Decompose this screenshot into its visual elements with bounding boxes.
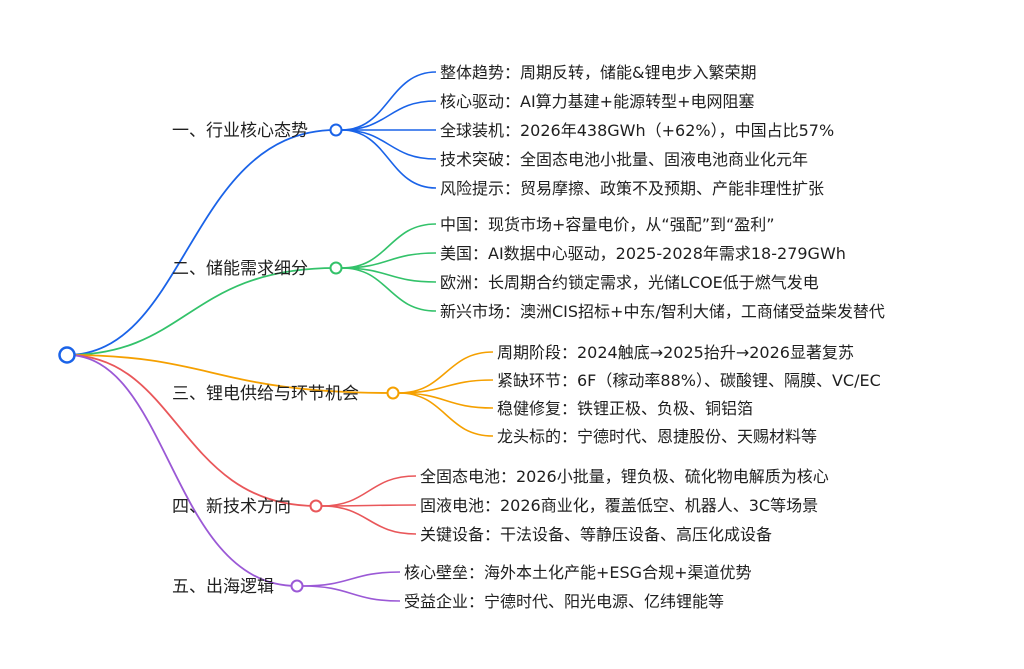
leaf-label-1-4: 技术突破：全固态电池小批量、固液电池商业化元年 xyxy=(440,150,808,169)
leaf-label-2-2: 美国：AI数据中心驱动，2025-2028年需求18-279GWh xyxy=(440,244,846,263)
root-connector-1 xyxy=(66,129,337,356)
leaf-connector-5-2 xyxy=(302,585,401,602)
leaf-connector-2-3 xyxy=(341,267,437,283)
leaf-connector-1-1 xyxy=(341,71,437,131)
leaf-label-5-2: 受益企业：宁德时代、阳光电源、亿纬锂能等 xyxy=(404,592,724,611)
leaf-label-2-1: 中国：现货市场+容量电价，从“强配”到“盈利” xyxy=(440,215,775,234)
leaf-label-1-5: 风险提示：贸易摩擦、政策不及预期、产能非理性扩张 xyxy=(440,179,824,198)
root-connector-4 xyxy=(66,354,317,507)
leaf-label-5-1: 核心壁垒：海外本土化产能+ESG合规+渠道优势 xyxy=(404,563,751,582)
leaf-connector-4-3 xyxy=(321,505,417,535)
root-connector-3 xyxy=(66,354,394,394)
leaf-connector-1-4 xyxy=(341,129,437,160)
leaf-label-3-4: 龙头标的：宁德时代、恩捷股份、天赐材料等 xyxy=(497,427,817,446)
branch-label-3: 三、锂电供给与环节机会 xyxy=(172,384,359,404)
leaf-connector-5-1 xyxy=(302,571,401,587)
branch-node-3[interactable] xyxy=(386,386,400,400)
connector-layer xyxy=(66,71,494,602)
leaf-connector-2-4 xyxy=(341,267,437,312)
leaf-label-3-1: 周期阶段：2024触底→2025抬升→2026显著复苏 xyxy=(497,343,854,362)
leaf-label-1-1: 整体趋势：周期反转，储能&锂电步入繁荣期 xyxy=(440,63,756,82)
root-connector-5 xyxy=(66,354,298,587)
leaf-connector-3-2 xyxy=(398,379,494,394)
node-layer: 一、行业核心态势 整体趋势：周期反转，储能&锂电步入繁荣期核心驱动：AI算力基建+… xyxy=(58,63,885,611)
leaf-label-4-1: 全固态电池：2026小批量，锂负极、硫化物电解质为核心 xyxy=(420,467,829,486)
branch-node-5[interactable] xyxy=(290,579,304,593)
leaf-connector-4-2 xyxy=(321,504,417,507)
leaf-connector-1-2 xyxy=(341,100,437,131)
leaf-label-2-3: 欧洲：长周期合约锁定需求，光储LCOE低于燃气发电 xyxy=(440,273,819,292)
branch-label-2: 二、储能需求细分 xyxy=(172,259,308,279)
branch-node-4[interactable] xyxy=(309,499,323,513)
leaf-label-1-2: 核心驱动：AI算力基建+能源转型+电网阻塞 xyxy=(440,92,754,111)
leaf-label-4-2: 固液电池：2026商业化，覆盖低空、机器人、3C等场景 xyxy=(420,496,818,515)
branch-label-1: 一、行业核心态势 xyxy=(172,121,308,141)
branch-node-2[interactable] xyxy=(329,261,343,275)
leaf-connector-2-1 xyxy=(341,223,437,269)
leaf-connector-4-1 xyxy=(321,475,417,507)
branch-node-1[interactable] xyxy=(329,123,343,137)
leaf-label-2-4: 新兴市场：澳洲CIS招标+中东/智利大储，工商储受益柴发替代 xyxy=(440,302,885,321)
leaf-connector-2-2 xyxy=(341,252,437,269)
leaf-label-1-3: 全球装机：2026年438GWh（+62%），中国占比57% xyxy=(440,121,834,140)
leaf-connector-3-1 xyxy=(398,351,494,394)
root-connector-2 xyxy=(66,267,337,356)
leaf-connector-3-4 xyxy=(398,392,494,437)
leaf-label-3-2: 紧缺环节：6F（稼动率88%）、碳酸锂、隔膜、VC/EC xyxy=(497,371,881,390)
leaf-connector-3-3 xyxy=(398,392,494,409)
root-node[interactable] xyxy=(58,346,76,364)
leaf-label-4-3: 关键设备：干法设备、等静压设备、高压化成设备 xyxy=(420,525,772,544)
branch-label-5: 五、出海逻辑 xyxy=(172,577,274,597)
leaf-label-3-3: 稳健修复：铁锂正极、负极、铜铝箔 xyxy=(497,399,753,418)
branch-label-4: 四、新技术方向 xyxy=(172,497,291,517)
leaf-connector-1-5 xyxy=(341,129,437,189)
